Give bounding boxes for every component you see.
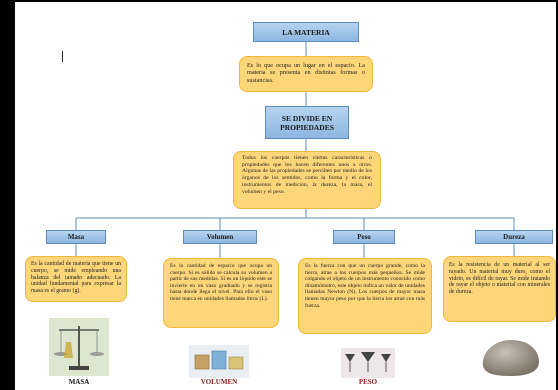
branch-volumen-label-text: Volumen [206, 233, 234, 241]
balance-scale-image [49, 318, 109, 376]
branch-dureza-label: Dureza [475, 230, 553, 244]
branch-peso-label: Peso [333, 230, 395, 244]
branch-volumen-text-box: Es la cantidad de espacio que ocupa un c… [163, 258, 279, 328]
title-box: LA MATERIA [253, 22, 359, 42]
properties-box: Todos los cuerpos tienen ciertas caracte… [233, 151, 381, 209]
branch-volumen-text: Es la cantidad de espacio que ocupa un c… [170, 263, 272, 302]
document-page: LA MATERIA Es lo que ocupa un lugar en e… [15, 2, 556, 390]
definition-text: Es lo que ocupa un lugar en el espacio. … [247, 62, 365, 84]
branch-dureza-text: Es la resistencia de un material al ser … [449, 262, 550, 296]
branch-peso-text-box: Es la fuerza con que un cuerpo grande, c… [298, 258, 432, 334]
branch-masa-label-text: Masa [67, 233, 85, 241]
branch-peso-label-text: Peso [357, 233, 371, 241]
connector-lines [75, 42, 515, 258]
masa-image-caption: MASA [68, 378, 90, 386]
branch-peso-text: Es la fuerza con que un cuerpo grande, c… [305, 263, 425, 309]
branch-masa-label: Masa [46, 230, 106, 244]
volume-cubes-image [189, 345, 249, 378]
branch-dureza-label-text: Dureza [503, 233, 525, 241]
properties-text: Todos los cuerpos tienen ciertas caracte… [242, 155, 372, 195]
weight-figures-image [341, 348, 395, 378]
branch-volumen-label: Volumen [183, 230, 257, 244]
rock-image [482, 340, 539, 376]
title-text: LA MATERIA [282, 27, 330, 37]
volumen-image-caption: VOLUMEN [200, 378, 238, 386]
branch-masa-text: Es la cantidad de materia que tiene un c… [31, 261, 121, 295]
divides-text: SE DIVIDE EN PROPIEDADES [280, 113, 334, 132]
text-cursor [62, 51, 63, 62]
branch-dureza-text-box: Es la resistencia de un material al ser … [443, 256, 556, 322]
peso-image-caption: PESO [358, 378, 378, 386]
branch-masa-text-box: Es la cantidad de materia que tiene un c… [25, 256, 127, 302]
divides-box: SE DIVIDE EN PROPIEDADES [265, 106, 349, 139]
definition-box: Es lo que ocupa un lugar en el espacio. … [239, 56, 373, 92]
